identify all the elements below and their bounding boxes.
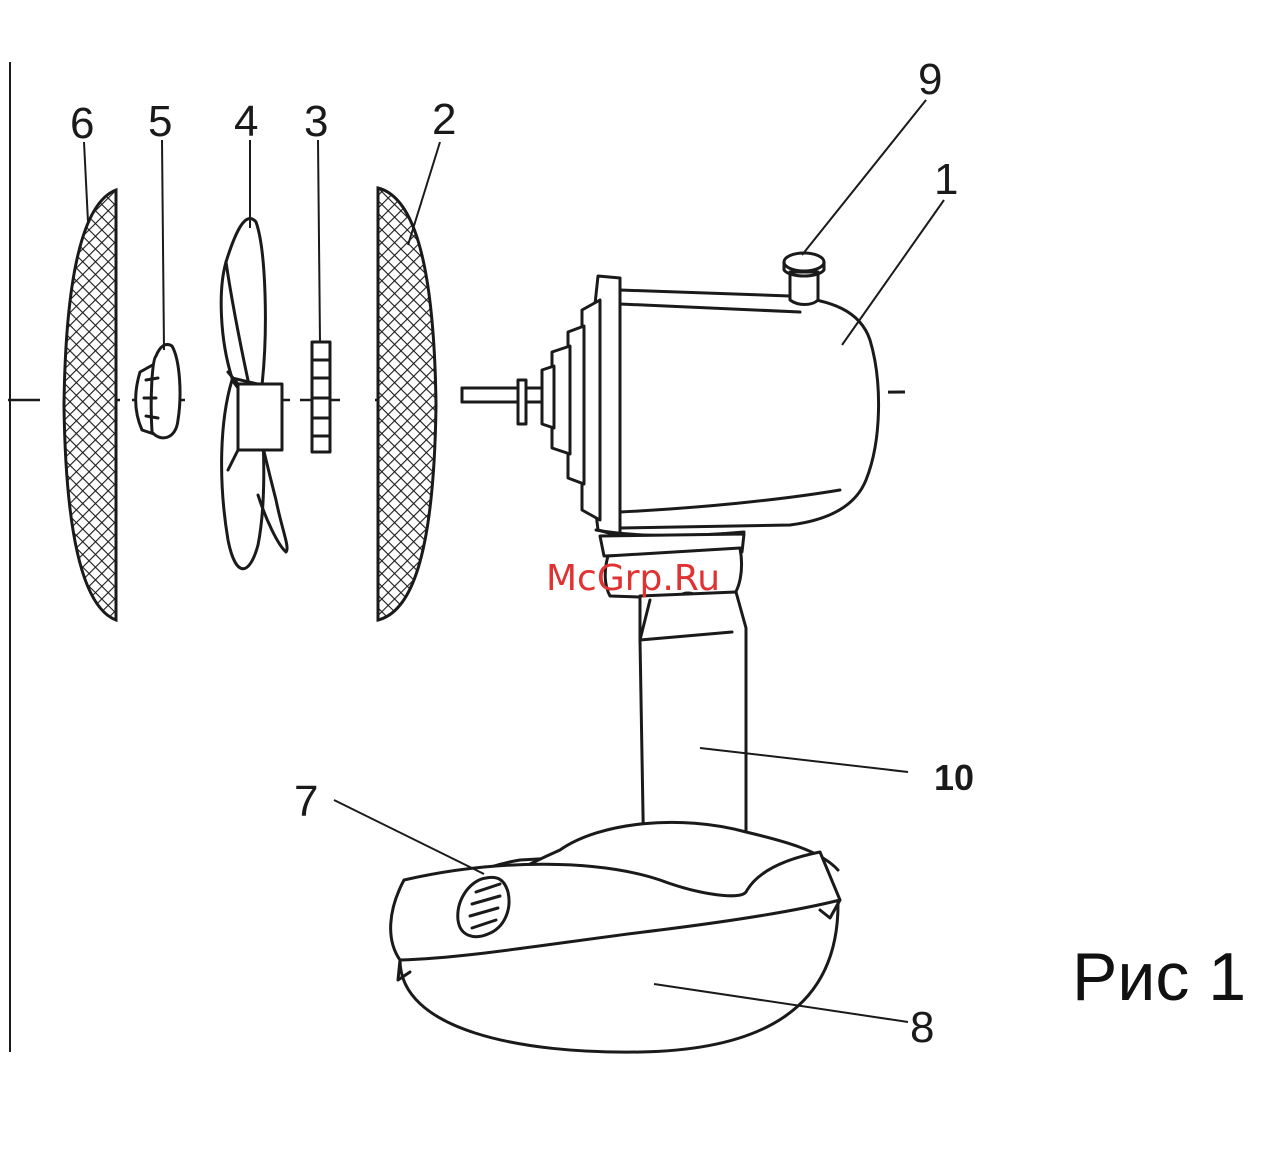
callout-9: 9: [918, 55, 942, 104]
callout-5: 5: [148, 97, 172, 146]
callout-6: 6: [70, 99, 94, 148]
coupling-nut: [312, 342, 330, 452]
fan-base: [391, 822, 840, 1052]
callout-1: 1: [934, 155, 958, 204]
motor-housing: [542, 276, 879, 556]
front-grille: [64, 190, 116, 620]
callout-3: 3: [304, 97, 328, 146]
spinner-cap: [136, 344, 180, 437]
callout-7: 7: [294, 777, 318, 826]
rear-grille: [378, 188, 436, 620]
fan-blade: [221, 218, 287, 568]
callout-2: 2: [432, 95, 456, 144]
oscillation-knob: [784, 253, 824, 305]
callout-10: 10: [934, 757, 974, 798]
callout-8: 8: [910, 1003, 934, 1052]
motor-shaft: [462, 380, 548, 424]
callout-4: 4: [234, 97, 258, 146]
figure-caption: Рис 1: [1072, 939, 1246, 1015]
watermark: McGrp.Ru: [546, 558, 720, 599]
